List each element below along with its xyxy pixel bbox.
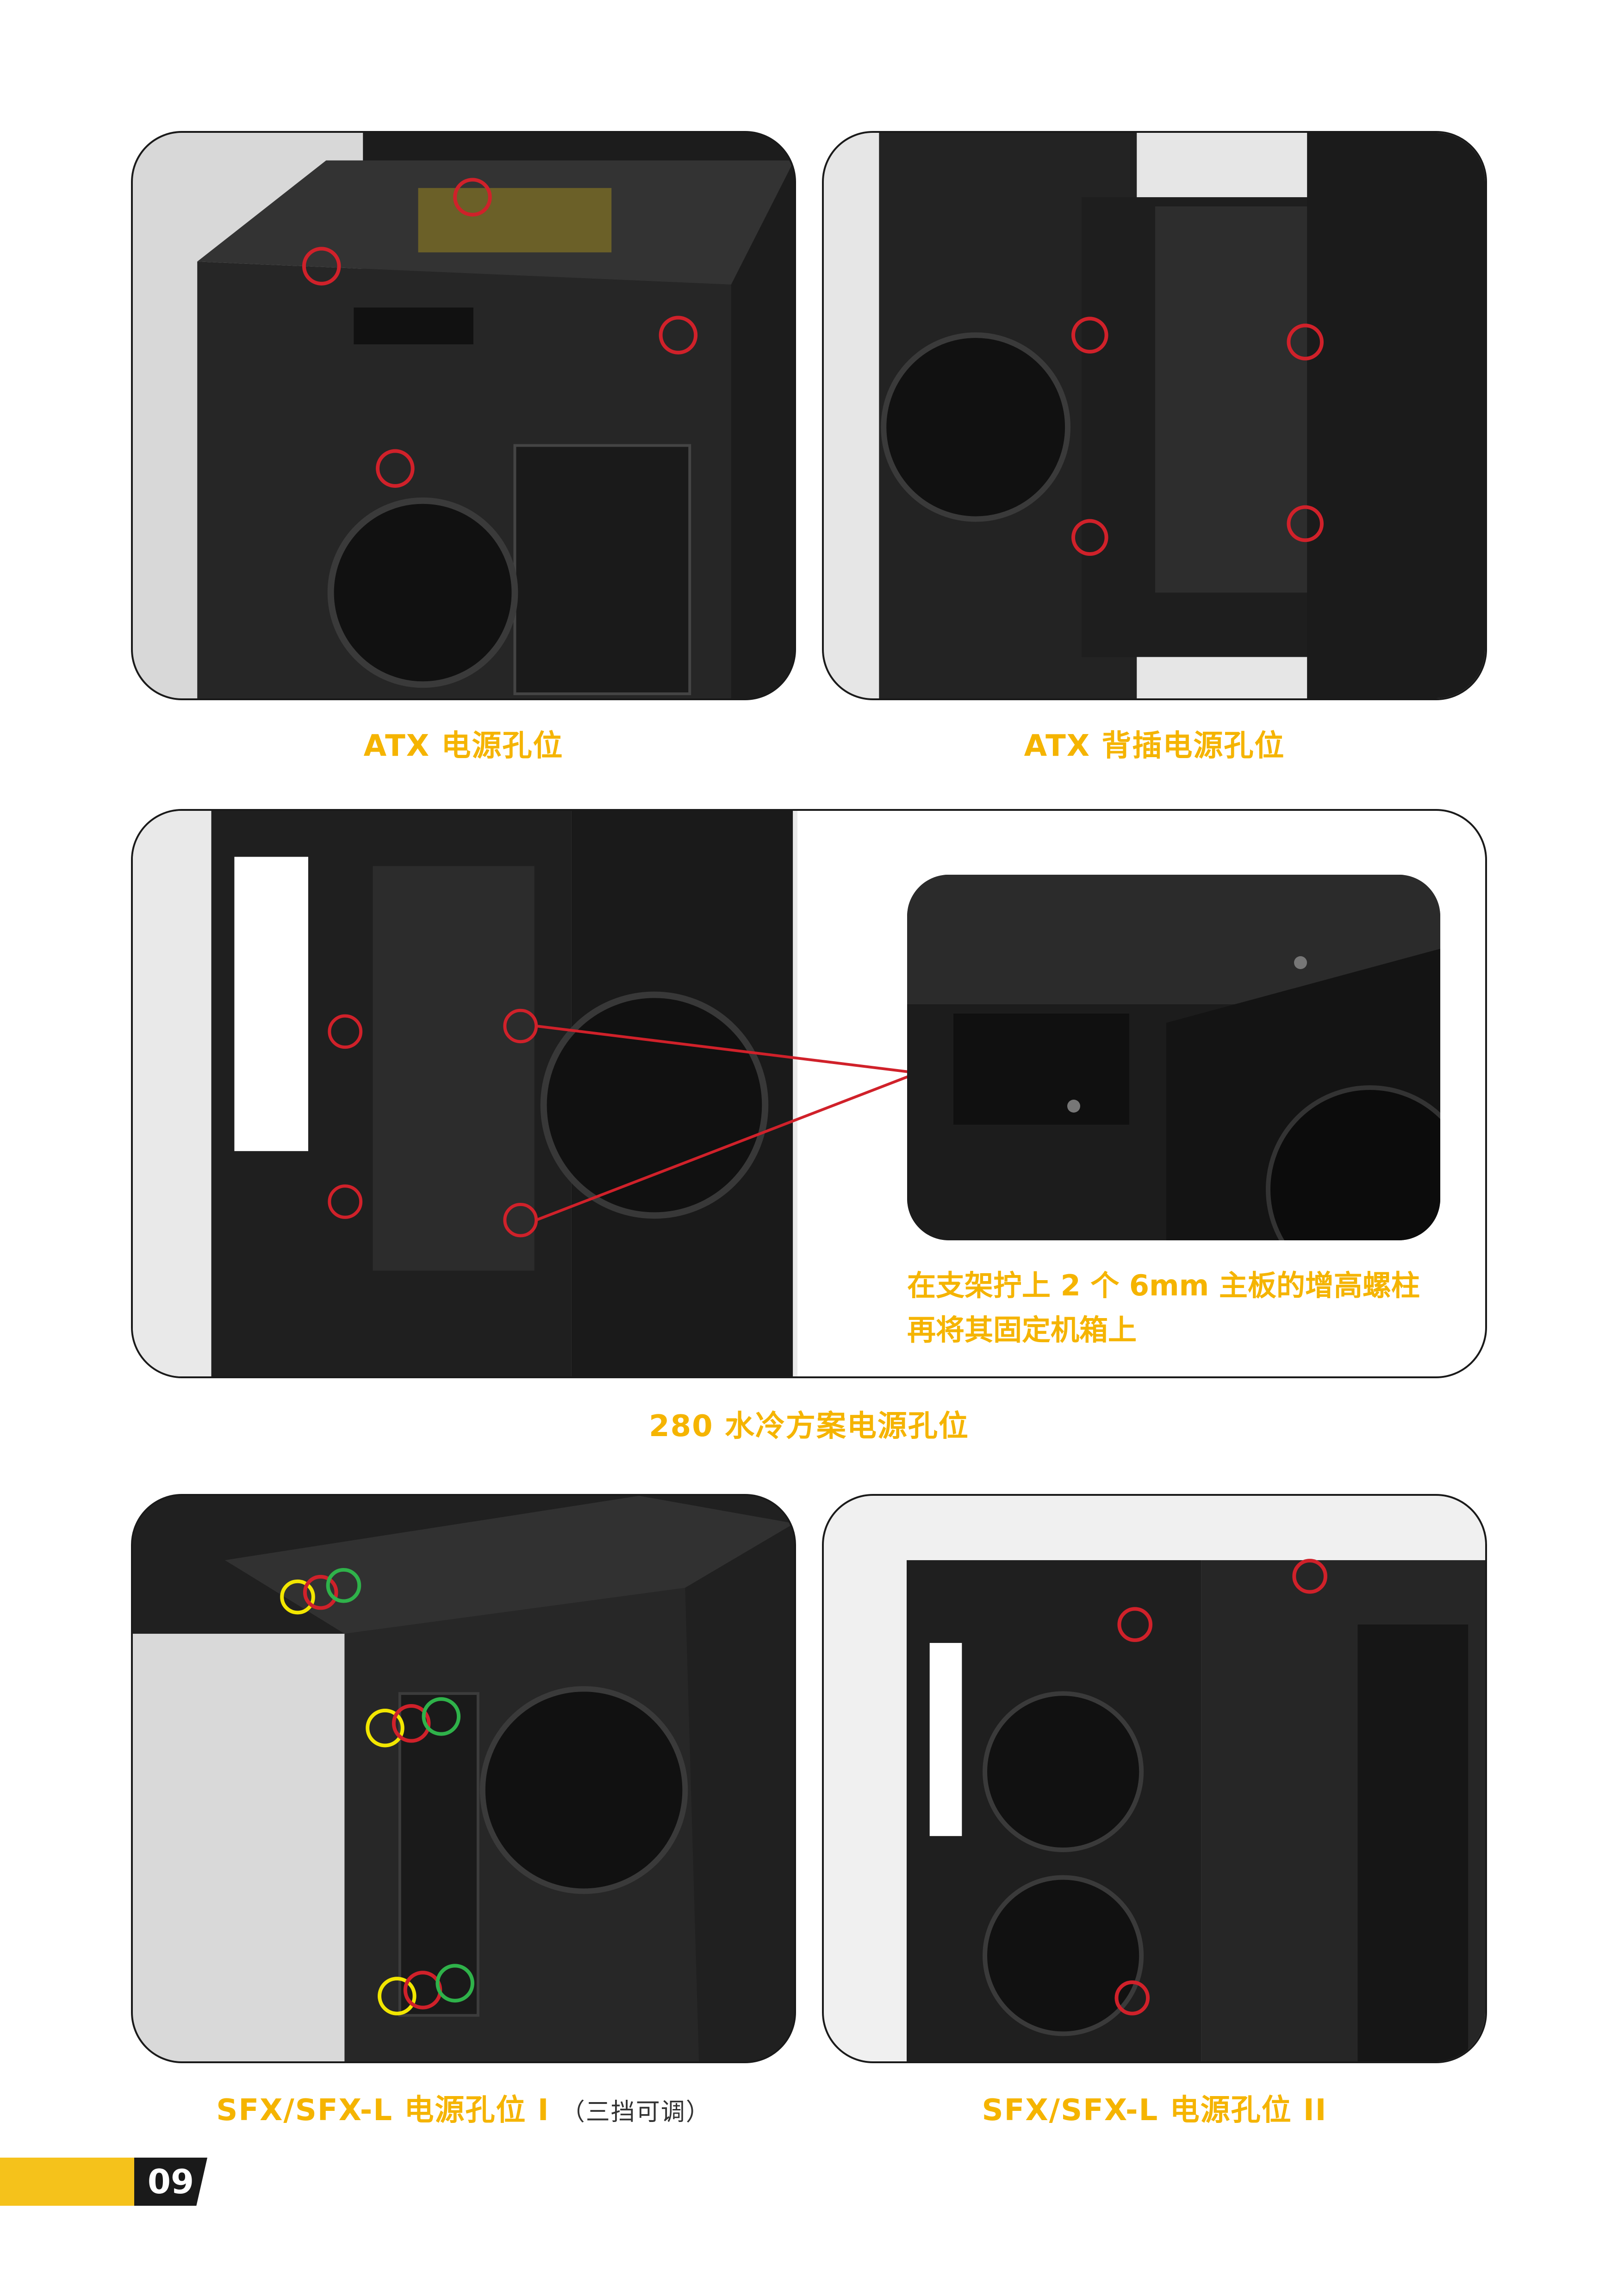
- photo-280-water-psu: [131, 809, 1487, 1378]
- page-number: 09: [134, 2158, 207, 2206]
- caption-sfx-1-note: （三挡可调）: [560, 2098, 711, 2126]
- caption-sfx-1: SFX/SFX-L 电源孔位 I （三挡可调）: [131, 2086, 796, 2129]
- caption-atx: ATX 电源孔位: [363, 729, 564, 763]
- photo-atx-psu: [131, 131, 796, 700]
- standoff-closeup-image: [907, 875, 1440, 1240]
- photo-sfx-psu-1: [131, 1494, 796, 2063]
- standoff-closeup-photo: [907, 875, 1440, 1240]
- photo-atx-rear-psu: [822, 131, 1487, 700]
- caption-280-water: 280 水冷方案电源孔位: [649, 1409, 969, 1444]
- caption-atx-rear: ATX 背插电源孔位: [1024, 729, 1285, 763]
- page-number-accent-bar: [0, 2158, 134, 2206]
- caption-sfx-2: SFX/SFX-L 电源孔位 II: [982, 2093, 1327, 2128]
- sfx-psu-2-image: [824, 1496, 1485, 2061]
- standoff-instruction: 在支架拧上 2 个 6mm 主板的增高螺柱 再将其固定机箱上: [907, 1263, 1420, 1352]
- water-psu-image: [133, 811, 1485, 1376]
- atx-psu-image: [133, 133, 794, 698]
- atx-rear-psu-image: [824, 133, 1485, 698]
- note-line-2: 再将其固定机箱上: [907, 1313, 1137, 1347]
- caption-sfx-1-main: SFX/SFX-L 电源孔位 I: [216, 2093, 550, 2128]
- sfx-psu-1-image: [133, 1496, 794, 2061]
- note-line-1: 在支架拧上 2 个 6mm 主板的增高螺柱: [907, 1269, 1420, 1302]
- photo-sfx-psu-2: [822, 1494, 1487, 2063]
